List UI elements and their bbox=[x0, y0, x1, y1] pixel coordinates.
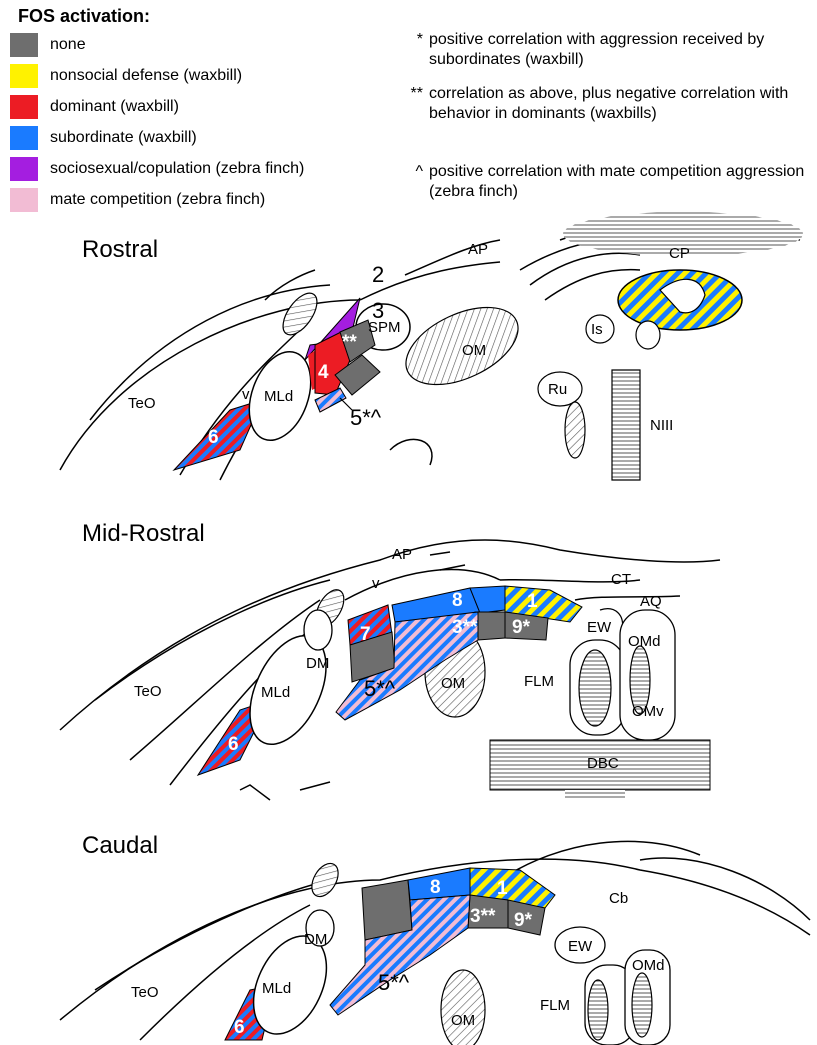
rostral-number-2: 2 bbox=[372, 262, 384, 287]
midrostral-label-flm: FLM bbox=[524, 673, 554, 690]
midrostral-label-omd: OMd bbox=[628, 633, 661, 650]
caudal-hatched-structure bbox=[306, 859, 343, 901]
caudal-label-dm: DM bbox=[304, 931, 327, 948]
caudal-label-om: OM bbox=[451, 1012, 475, 1029]
caudal-label-flm: FLM bbox=[540, 997, 570, 1014]
rostral-label-om: OM bbox=[462, 342, 486, 359]
caudal-number-8: 8 bbox=[430, 877, 441, 898]
midrostral-number-6: 6 bbox=[228, 734, 239, 755]
midrostral-label-omv: OMv bbox=[632, 703, 664, 720]
caudal-number-6: 6 bbox=[234, 1017, 245, 1038]
midrostral-label-v: v bbox=[372, 575, 380, 592]
midrostral-bottom-line bbox=[240, 785, 270, 800]
midrostral-label-aq: AQ bbox=[640, 593, 662, 610]
rostral-number-4: 4 bbox=[318, 362, 329, 383]
midrostral-label-dbc: DBC bbox=[587, 755, 619, 772]
rostral-label-cp: CP bbox=[669, 245, 690, 262]
caudal-omd-core bbox=[632, 973, 652, 1037]
rostral-number-3: 3 bbox=[372, 298, 384, 323]
caudal-cb-outline bbox=[640, 858, 810, 920]
rostral-label-ru: Ru bbox=[548, 381, 567, 398]
caudal-number-1: 1 bbox=[497, 878, 508, 899]
midrostral-number-3: 3** bbox=[452, 617, 478, 638]
caudal-flm bbox=[588, 980, 608, 1040]
midrostral-aq-line bbox=[575, 596, 680, 600]
rostral-hatched-structure bbox=[276, 287, 323, 340]
midrostral-label-teo: TeO bbox=[134, 683, 162, 700]
rostral-number-1: 1 bbox=[582, 289, 593, 310]
midrostral-number-7: 7 bbox=[360, 624, 371, 645]
midrostral-label-dm: DM bbox=[306, 655, 329, 672]
caudal-cb-outline bbox=[500, 841, 700, 880]
midrostral-number-8: 8 bbox=[452, 590, 463, 611]
midrostral-label-ap: AP bbox=[392, 546, 412, 563]
rostral-number-6: 6 bbox=[208, 427, 219, 448]
caudal-label-ew: EW bbox=[568, 938, 593, 955]
rostral-niii bbox=[612, 370, 640, 480]
midrostral-ap-mark bbox=[430, 552, 450, 555]
caudal-label-cb: Cb bbox=[609, 890, 628, 907]
midrostral-label-ct: CT bbox=[611, 571, 631, 588]
midrostral-region-3 bbox=[475, 612, 505, 640]
rostral-label-ap: AP bbox=[468, 241, 488, 258]
rostral-hatched-ru-tail bbox=[565, 402, 585, 458]
caudal-om bbox=[441, 970, 485, 1045]
midrostral-dbc-lower bbox=[565, 790, 625, 800]
caudal-region-none bbox=[362, 880, 412, 940]
midrostral-flm bbox=[579, 650, 611, 726]
rostral-label-niii: NIII bbox=[650, 417, 673, 434]
midrostral-number-1: 1 bbox=[527, 591, 538, 612]
midrostral-label-ew: EW bbox=[587, 619, 612, 636]
midrostral-label-mld: MLd bbox=[261, 684, 290, 701]
midrostral-bottom-line bbox=[300, 782, 330, 790]
rostral-is-right bbox=[636, 321, 660, 349]
rostral-label-is: Is bbox=[591, 321, 603, 338]
midrostral-label-om: OM bbox=[441, 675, 465, 692]
rostral-bottom-curve bbox=[390, 439, 432, 465]
rostral-label-v: v bbox=[242, 386, 250, 403]
rostral-label-mld: MLd bbox=[264, 388, 293, 405]
rostral-label-teo: TeO bbox=[128, 395, 156, 412]
midrostral-number-9: 9* bbox=[512, 617, 531, 638]
midrostral-dm bbox=[304, 610, 332, 650]
caudal-number-9: 9* bbox=[514, 910, 533, 931]
rostral-number-3-stars: ** bbox=[342, 332, 357, 353]
caudal-label-omd: OMd bbox=[632, 957, 665, 974]
caudal-label-teo: TeO bbox=[131, 984, 159, 1001]
rostral-number-5: 5*^ bbox=[350, 405, 382, 430]
caudal-label-mld: MLd bbox=[262, 980, 291, 997]
midrostral-number-5: 5*^ bbox=[364, 676, 396, 701]
caudal-number-3: 3** bbox=[470, 906, 496, 927]
caudal-number-5: 5*^ bbox=[378, 970, 410, 995]
